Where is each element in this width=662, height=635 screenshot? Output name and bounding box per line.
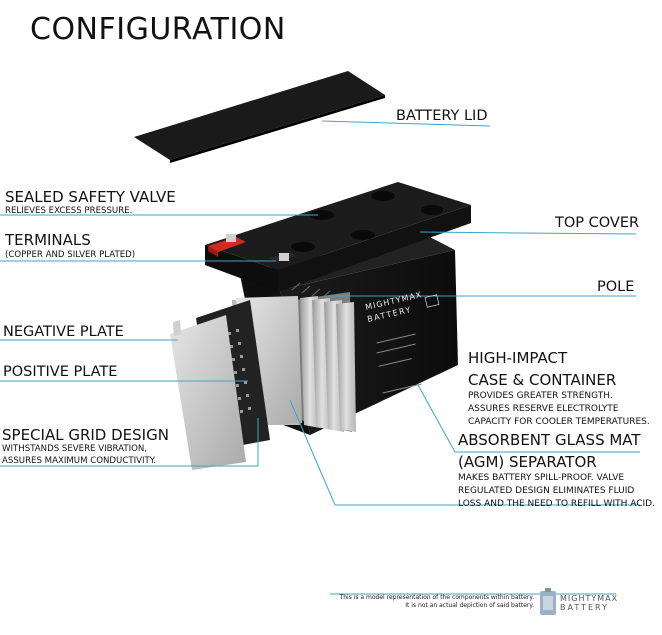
battery-lid-label: BATTERY LID [396,108,488,124]
agm-sub2: REGULATED DESIGN ELIMINATES FLUID [458,486,635,496]
pole-label: POLE [597,279,635,295]
case-sub2: ASSURES RESERVE ELECTROLYTE [468,404,619,414]
leader-lines [0,120,640,595]
agm-label-line2: (AGM) SEPARATOR [458,453,597,471]
top-cover-label: TOP COVER [555,215,640,231]
case-sub1: PROVIDES GREATER STRENGTH. [468,391,613,401]
sealed-valve-sub: RELIEVES EXCESS PRESSURE. [5,206,133,216]
disclaimer-line1: This is a model representation of the co… [339,594,534,601]
case-label-line2: CASE & CONTAINER [468,371,617,389]
case-label-line1: HIGH-IMPACT [468,349,568,367]
mightymax-logo: MIGHTYMAX BATTERY [560,594,618,612]
logo-line2: BATTERY [560,603,609,612]
terminals-sub: (COPPER AND SILVER PLATED) [5,250,136,260]
terminals-label: TERMINALS [5,231,91,249]
negative-plate-label: NEGATIVE PLATE [3,324,124,340]
case-sub3: CAPACITY FOR COOLER TEMPERATURES. [468,417,650,427]
disclaimer: This is a model representation of the co… [340,594,534,610]
grid-design-sub2: ASSURES MAXIMUM CONDUCTIVITY. [2,456,157,466]
agm-label-line1: ABSORBENT GLASS MAT [458,431,641,449]
sealed-valve-label: SEALED SAFETY VALVE [5,188,176,206]
positive-plate-label: POSITIVE PLATE [3,364,118,380]
agm-sub3: LOSS AND THE NEED TO REFILL WITH ACID. [458,499,655,509]
grid-design-label: SPECIAL GRID DESIGN [2,426,169,444]
plate-stack [295,292,356,432]
page-title: CONFIGURATION [30,12,286,47]
top-cover [205,182,471,292]
agm-sub1: MAKES BATTERY SPILL-PROOF. VALVE [458,473,625,483]
terminals [208,234,296,262]
battery-lid [134,71,385,160]
grid-design-sub1: WITHSTANDS SEVERE VIBRATION, [2,444,148,454]
negative-plate [170,315,246,470]
logo-line1: MIGHTYMAX [560,594,619,603]
logo-battery-icon [540,588,556,615]
disclaimer-line2: It is not an actual depiction of said ba… [405,602,534,609]
